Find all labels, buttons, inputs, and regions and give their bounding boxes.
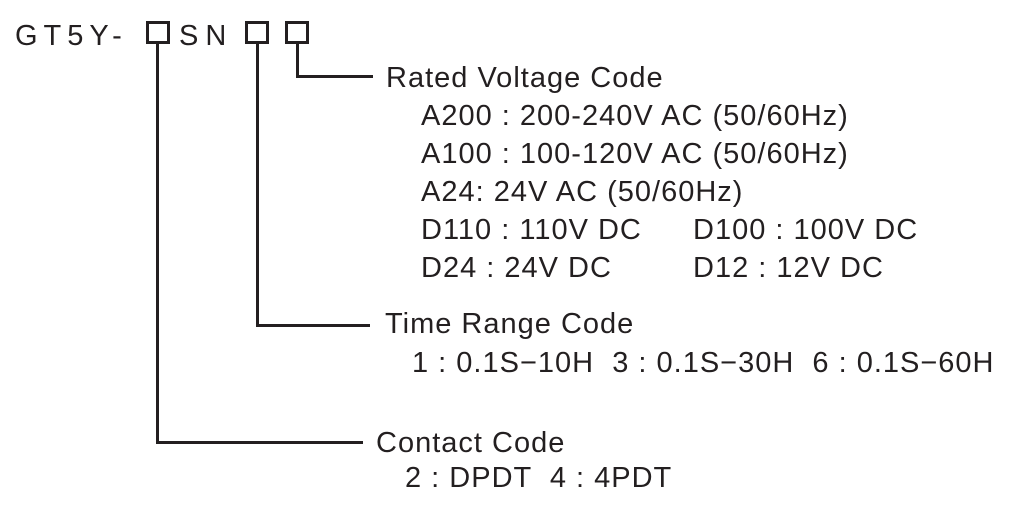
voltage-option: A200 : 200-240V AC (50/60Hz) (421, 100, 849, 132)
voltage-connector-vline (296, 43, 299, 78)
voltage-option-row: D110 : 110V DC D100 : 100V DC (421, 211, 1021, 249)
voltage-option-row: D24 : 24V DC D12 : 12V DC (421, 249, 1021, 287)
contact-connector-hline (156, 441, 363, 444)
time-range-connector-vline (256, 43, 259, 327)
time-range-code-placeholder-box (245, 21, 269, 44)
voltage-option-row: A100 : 100-120V AC (50/60Hz) (421, 135, 1021, 173)
contact-options: 2 : DPDT 4 : 4PDT (405, 462, 673, 494)
voltage-option: D110 : 110V DC (421, 214, 642, 246)
time-range-section-title: Time Range Code (385, 308, 635, 340)
contact-connector-vline (156, 43, 159, 444)
part-number-prefix: GT5Y- (15, 20, 128, 52)
time-range-options: 1 : 0.1S−10H 3 : 0.1S−30H 6 : 0.1S−60H (412, 347, 995, 379)
voltage-section-title: Rated Voltage Code (386, 62, 664, 94)
contact-section-title: Contact Code (376, 427, 566, 459)
voltage-option: D12 : 12V DC (693, 252, 884, 284)
time-range-connector-hline (256, 324, 370, 327)
voltage-option: D24 : 24V DC (421, 252, 612, 284)
voltage-option-row: A200 : 200-240V AC (50/60Hz) (421, 97, 1021, 135)
voltage-option: A24: 24V AC (50/60Hz) (421, 176, 744, 208)
part-number-infix: SN (179, 20, 234, 52)
voltage-code-placeholder-box (285, 21, 309, 44)
voltage-connector-hline (296, 75, 373, 78)
voltage-option-row: A24: 24V AC (50/60Hz) (421, 173, 1021, 211)
voltage-option: D100 : 100V DC (693, 214, 919, 246)
contact-code-placeholder-box (146, 21, 170, 44)
voltage-options-list: A200 : 200-240V AC (50/60Hz) A100 : 100-… (421, 97, 1021, 287)
voltage-option: A100 : 100-120V AC (50/60Hz) (421, 138, 849, 170)
